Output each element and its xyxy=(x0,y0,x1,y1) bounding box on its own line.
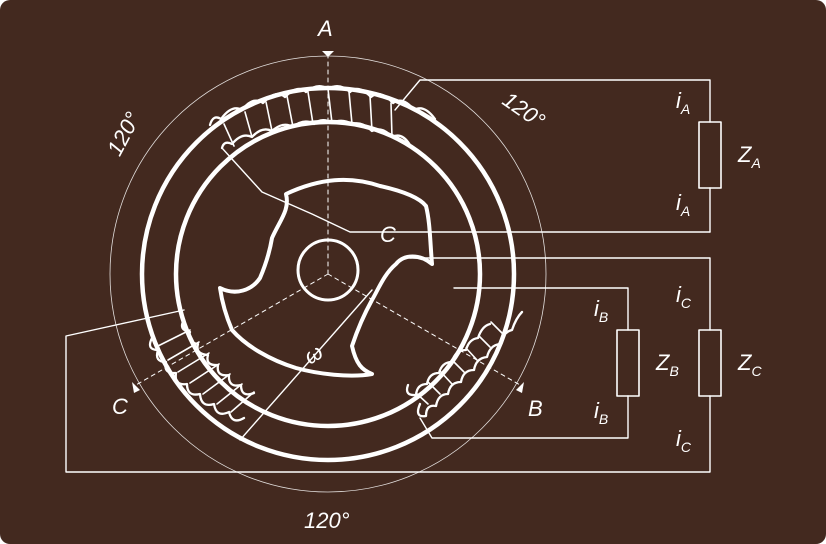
rotor-shaft xyxy=(296,238,360,302)
phase-a-labels: iA iA ZA xyxy=(676,88,761,219)
svg-text:ZA: ZA xyxy=(737,142,761,171)
pole-c-label: C xyxy=(112,394,128,419)
center-c-label: C xyxy=(380,222,396,247)
ia-top: i xyxy=(676,88,682,113)
pole-b-arrow xyxy=(516,382,524,393)
ia-bottom: i xyxy=(676,190,682,215)
winding-a xyxy=(208,84,437,150)
svg-text:ZC: ZC xyxy=(737,350,762,379)
load-zb xyxy=(616,329,640,397)
ic-top: i xyxy=(676,282,682,307)
pole-a-label: A xyxy=(316,16,333,41)
angle-bottom: 120° xyxy=(304,508,350,533)
ic-bottom: i xyxy=(676,426,682,451)
rotor-omega-label: ω xyxy=(300,339,327,369)
phase-c-labels: iC iC ZC xyxy=(676,282,762,455)
rotor-omega-line xyxy=(239,289,373,441)
phase-b-labels: iB iB ZB xyxy=(594,296,679,427)
svg-text:iB: iB xyxy=(594,398,608,427)
winding-c xyxy=(148,318,256,422)
ib-top: i xyxy=(594,296,600,321)
ib-bottom: i xyxy=(594,398,600,423)
zb-label: Z xyxy=(655,350,671,375)
pole-c-arrow xyxy=(132,382,140,393)
load-za xyxy=(698,121,722,189)
svg-text:iC: iC xyxy=(676,282,692,311)
angle-top-right: 120° xyxy=(498,87,550,134)
zc-label: Z xyxy=(737,350,753,375)
winding-b xyxy=(405,310,524,418)
pole-a-arrow xyxy=(322,51,334,57)
pole-b-label: B xyxy=(528,396,543,421)
angle-top-left: 120° xyxy=(102,108,146,160)
winding-leads xyxy=(65,79,711,473)
svg-text:iA: iA xyxy=(676,88,690,117)
svg-text:ZB: ZB xyxy=(655,350,679,379)
svg-text:iA: iA xyxy=(676,190,690,219)
svg-text:iB: iB xyxy=(594,296,608,325)
svg-text:iC: iC xyxy=(676,426,692,455)
za-label: Z xyxy=(737,142,753,167)
rotor xyxy=(218,177,434,378)
load-zc xyxy=(698,329,722,397)
